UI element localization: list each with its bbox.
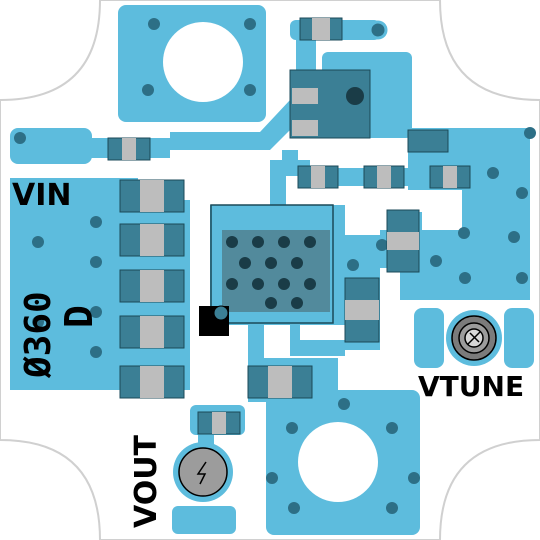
vtune-pad-right [504,308,534,368]
ic-center-via-array [226,236,316,309]
via [286,422,298,434]
passives [107,17,471,435]
resistor-mid-1 [297,165,339,189]
capacitor-right-vertical [386,209,420,273]
via [142,84,154,96]
capacitor-left-3 [119,269,185,303]
capacitor-left-2 [119,223,185,257]
via [244,84,256,96]
resistor-right-top [407,129,449,153]
resistor-vout [197,411,241,435]
ic-pad [292,88,318,104]
via [252,236,264,248]
vtune-connector [446,310,502,366]
via [347,259,359,271]
via [291,257,303,269]
via [408,472,420,484]
capacitor-center-right [344,277,380,343]
via [304,278,316,290]
via [226,278,238,290]
via [508,231,520,243]
capacitor-left-4 [119,315,185,349]
vout-connector [173,442,233,502]
trace-bottom-vertical [248,318,264,378]
ic-center [199,204,334,336]
trace-mid-up [282,150,298,176]
ic-center-pin1-dot [213,305,229,321]
mount-hole-bottom [298,422,378,502]
via [226,236,238,248]
vin-label: VIN [12,178,72,213]
revision-label: D [57,305,101,328]
via [14,132,26,144]
ic-top-right [289,69,371,139]
mounting-holes [163,22,378,502]
via [90,256,102,268]
test-point-top [368,20,388,40]
via [516,187,528,199]
via [90,346,102,358]
via [90,306,102,318]
resistor-mid-3 [429,165,471,189]
mount-hole-top [163,22,243,102]
via [338,398,350,410]
ic-pin1-marker [346,87,364,105]
vout-base [172,506,236,534]
via [265,297,277,309]
via [252,278,264,290]
ic-center-outline [210,204,334,324]
via [459,272,471,284]
capacitor-bottom [247,365,313,399]
pad-left-small [10,128,92,164]
via [266,472,278,484]
resistor-top [299,17,343,41]
via [32,316,44,328]
lightning-pin-icon [196,461,207,485]
via [304,236,316,248]
vtune-label: VTUNE [418,370,524,403]
resistor-mid-2 [363,165,405,189]
capacitor-left-5 [119,365,185,399]
via [386,422,398,434]
via [288,502,300,514]
via [90,216,102,228]
vout-label: VOUT [129,434,164,528]
via [278,236,290,248]
via [430,255,442,267]
vias [14,18,536,514]
via [278,278,290,290]
via [32,236,44,248]
via [516,272,528,284]
via [458,227,470,239]
via [524,127,536,139]
via [386,502,398,514]
via [376,239,388,251]
vtune-pad-left [414,308,444,368]
trace-diagonal-top [170,100,300,150]
part-number-label: Ø360 [18,291,59,379]
ic-pad [292,120,318,136]
trace-right-to-cap [290,318,345,356]
via [291,297,303,309]
resistor-left-top [107,137,151,161]
via [239,257,251,269]
via [265,257,277,269]
via [148,18,160,30]
via [487,167,499,179]
capacitor-left-1 [119,179,185,213]
via [244,18,256,30]
